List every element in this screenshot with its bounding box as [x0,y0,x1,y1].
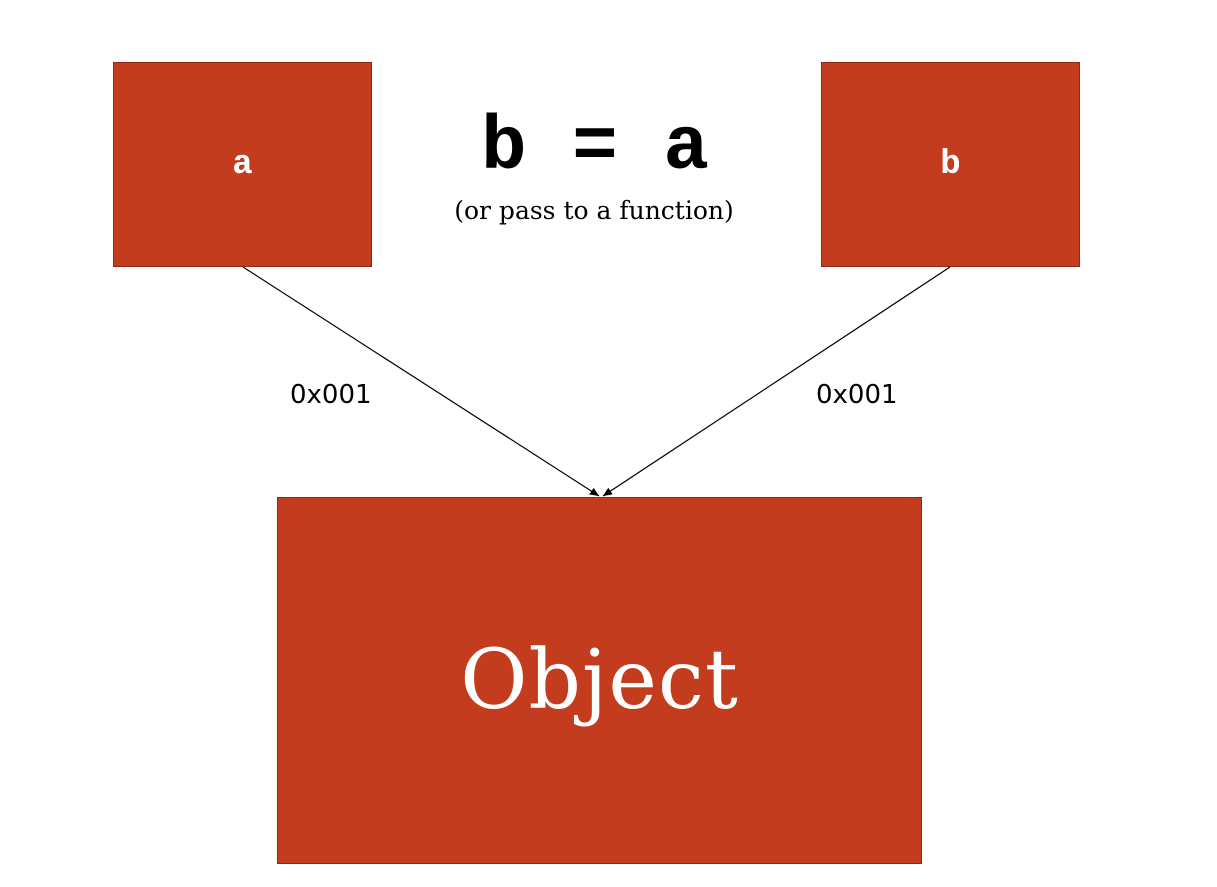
variable-a-label: a [232,145,253,184]
arrow-a-to-object [242,266,600,497]
object-label: Object [460,633,739,728]
assignment-subtitle: (or pass to a function) [454,196,734,225]
variable-b-label: b [940,145,961,184]
variable-a-box: a [113,62,372,267]
object-box: Object [277,497,922,864]
variable-b-box: b [821,62,1080,267]
arrow-b-to-object [602,266,951,497]
address-label-right: 0x001 [816,380,898,410]
assignment-title: b = a [480,105,710,191]
address-label-left: 0x001 [290,380,372,410]
